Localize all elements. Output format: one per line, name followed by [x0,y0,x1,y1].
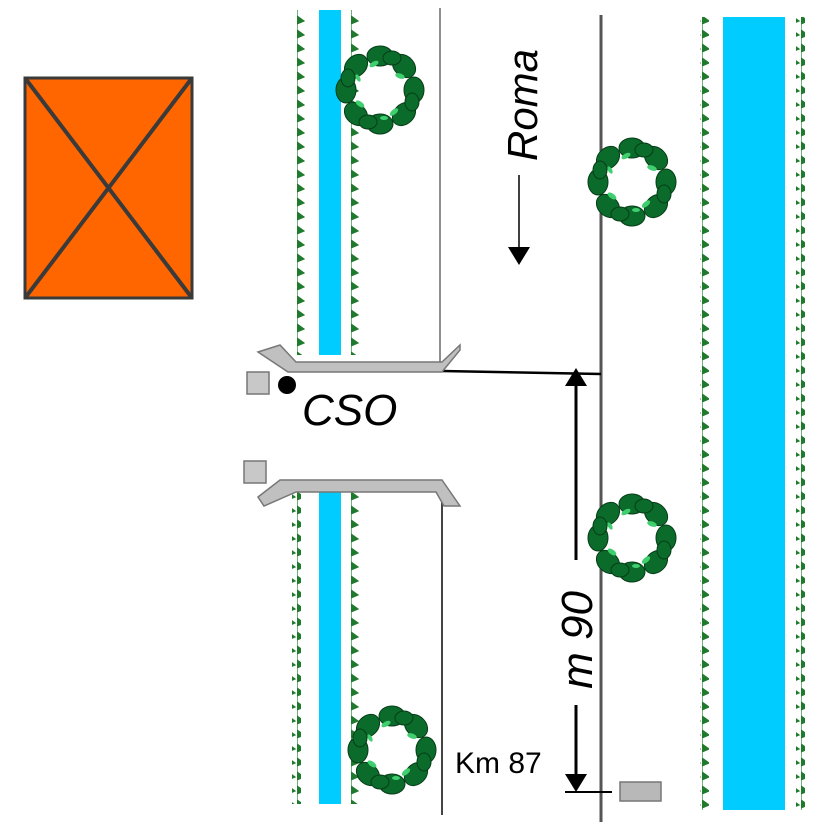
tree-icon [345,703,439,797]
direction-label: Roma [499,49,546,161]
distance-arrow [565,368,587,792]
junction-label: CSO [302,386,397,435]
marker-icon [246,371,270,395]
building-icon [23,76,194,300]
distance-label: m 90 [553,591,602,689]
marker-icon [243,460,267,484]
milestone-label: Km 87 [455,747,542,780]
canal-left-lower [292,492,359,804]
arrow-down-icon [508,175,530,265]
canal-left-upper [296,10,359,355]
marker-icon [619,781,662,802]
barrier-lower [256,479,462,507]
barrier-upper [256,343,461,373]
canal-right [700,17,805,810]
tree-icon [333,43,427,137]
junction-dot [278,376,296,394]
